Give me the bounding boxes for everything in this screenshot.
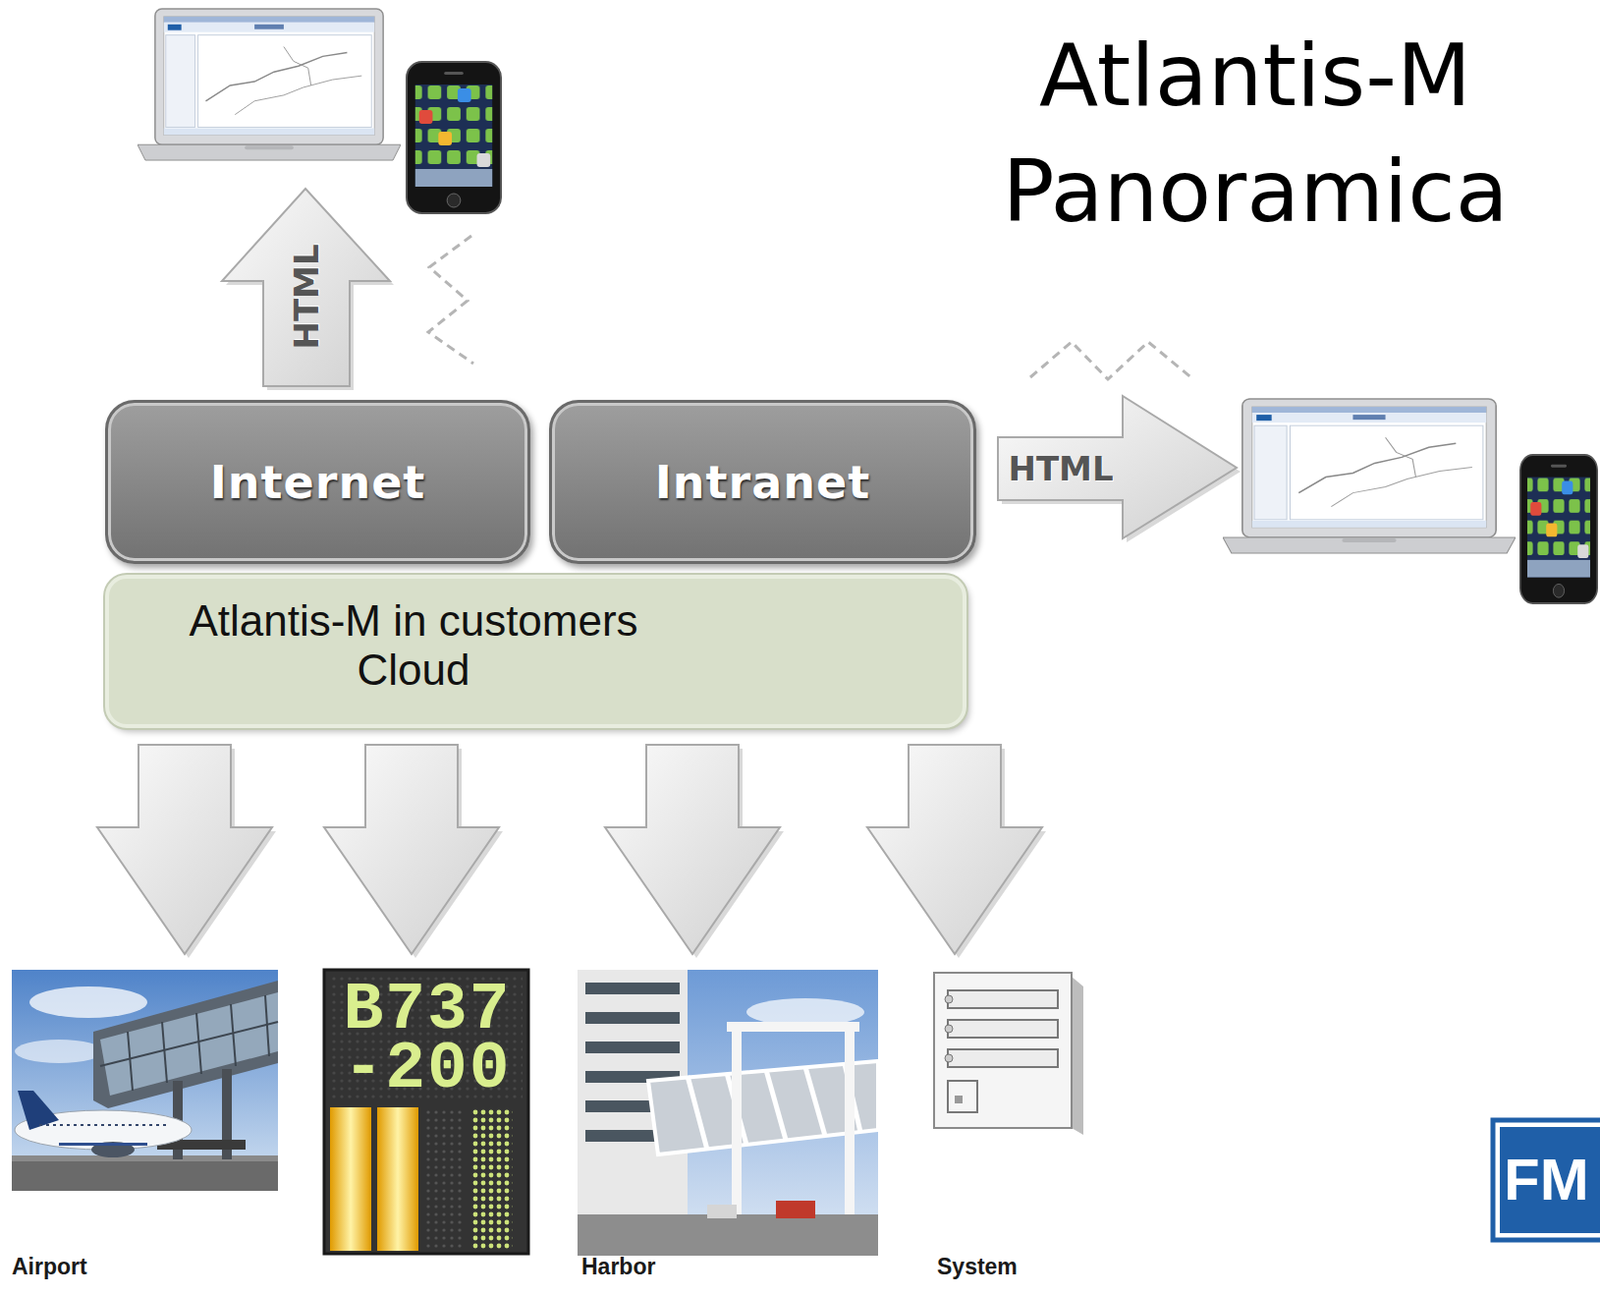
node-text: Airport <box>11 1253 88 1280</box>
block-arrow <box>605 744 784 958</box>
airport-tile: Airport <box>11 969 278 1286</box>
network-box: Internet <box>105 399 531 564</box>
gate-display-tile: B737-200 <box>324 969 531 1254</box>
node-text: Intranet <box>655 455 872 509</box>
wireless-zigzag <box>428 235 1194 380</box>
block-arrow <box>97 744 276 958</box>
harbor-tile: Harbor <box>577 969 879 1286</box>
cloud-band: Atlantis-M in customers Cloud <box>105 574 967 728</box>
server-icon <box>934 972 1084 1135</box>
protocol-label: HTML <box>286 243 327 349</box>
client-devices-right <box>1222 398 1598 604</box>
company-logo <box>1492 1119 1600 1240</box>
diagram-title: Atlantis-M Panoramica <box>950 17 1560 250</box>
block-arrow <box>867 744 1047 958</box>
node-text: Internet <box>210 455 427 509</box>
node-text: B737 <box>324 979 531 1041</box>
protocol-label: HTML <box>1007 448 1113 489</box>
airport-photo <box>11 969 278 1191</box>
node-text: System <box>937 1253 1018 1280</box>
block-arrow <box>324 744 503 958</box>
node-subtext: -200 <box>324 1038 531 1100</box>
logo-text: FM <box>1503 1150 1590 1210</box>
harbor-photo <box>577 969 879 1256</box>
client-devices-top <box>137 8 501 214</box>
network-box: Intranet <box>549 399 977 564</box>
system-tile: System <box>934 969 1084 1286</box>
node-text: Harbor <box>581 1253 656 1280</box>
node-text: Atlantis-M in customers Cloud <box>158 596 669 695</box>
